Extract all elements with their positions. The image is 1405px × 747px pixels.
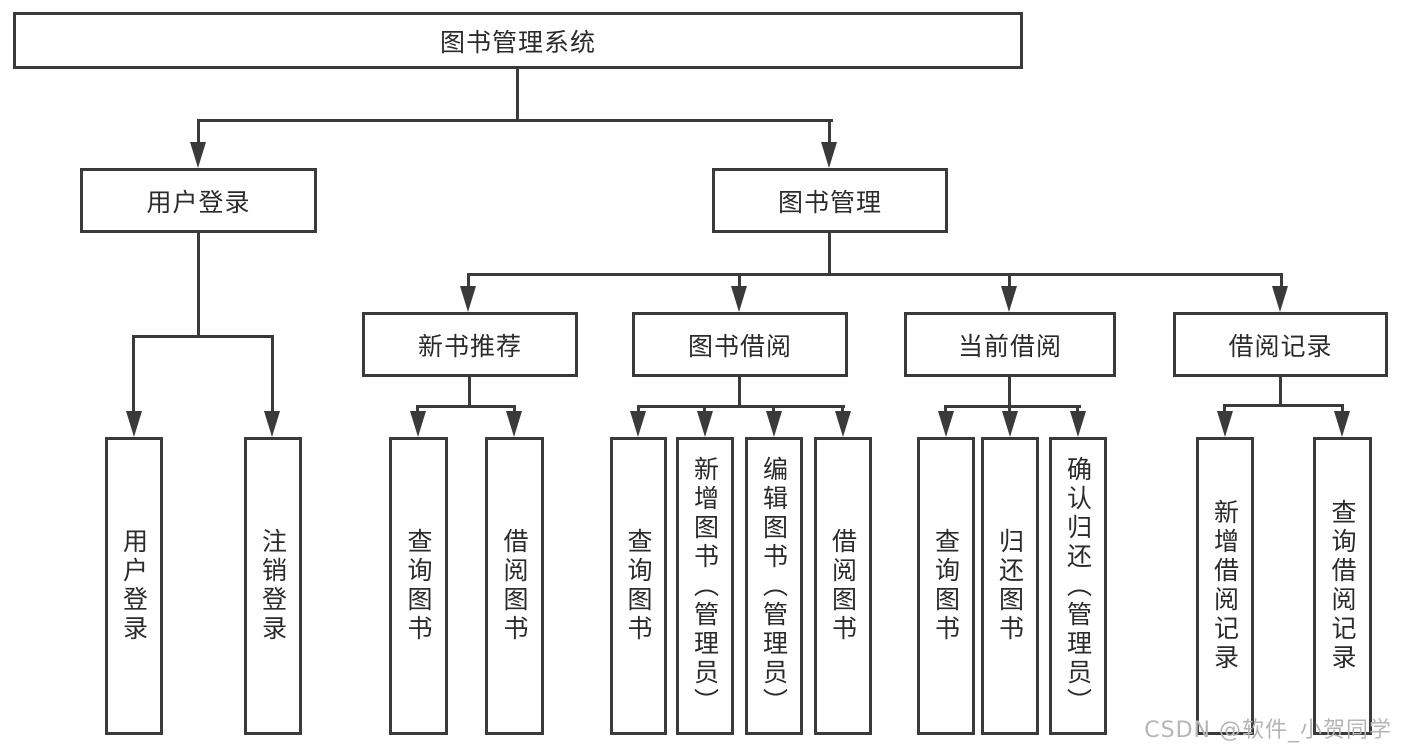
connector-stem	[1008, 273, 1011, 289]
node-book-borrow: 图书借阅	[632, 312, 848, 377]
leaf-label: 查询借阅记录	[1328, 499, 1357, 673]
connector-stem	[772, 405, 775, 415]
arrowhead-down-icon	[1272, 286, 1288, 312]
connector-stem	[1076, 405, 1079, 415]
leaf-confirm-return-admin: 确认归还（管理员）	[1049, 437, 1107, 735]
connector-stem	[1223, 404, 1226, 415]
connector-stem	[197, 119, 200, 147]
connector-user-login-stem	[197, 232, 200, 337]
leaf-label: 归还图书	[995, 528, 1025, 644]
node-label: 新书推荐	[417, 331, 522, 361]
connector-stem	[132, 335, 135, 415]
leaf-label: 确认归还（管理员）	[1063, 455, 1093, 717]
arrowhead-down-icon	[1001, 286, 1017, 312]
leaf-label: 借阅图书	[500, 528, 529, 644]
node-label: 借阅记录	[1228, 331, 1333, 361]
connector-stem	[841, 405, 844, 415]
leaf-label: 查询图书	[624, 528, 653, 644]
leaf-add-books-admin: 新增图书（管理员）	[676, 437, 734, 735]
leaf-label: 查询图书	[404, 528, 433, 644]
leaf-label: 编辑图书（管理员）	[759, 455, 789, 717]
arrowhead-down-icon	[1334, 411, 1350, 437]
connector-stem	[1008, 405, 1011, 415]
node-user-login: 用户登录	[80, 168, 317, 233]
node-label: 图书管理	[777, 187, 882, 217]
arrowhead-down-icon	[938, 411, 954, 437]
connector-stem	[828, 119, 831, 147]
arrowhead-down-icon	[821, 142, 837, 168]
leaf-label: 用户登录	[119, 528, 149, 644]
node-library-system: 图书管理系统	[13, 12, 1023, 69]
connector-stem	[513, 405, 516, 415]
connector-borrow-records-rail	[1223, 404, 1344, 407]
connector-stem	[637, 405, 640, 415]
arrowhead-down-icon	[1217, 411, 1233, 437]
node-book-management: 图书管理	[712, 168, 948, 233]
connector-root-stem	[516, 68, 519, 122]
arrowhead-down-icon	[1002, 411, 1018, 437]
arrowhead-down-icon	[835, 411, 851, 437]
leaf-user-login: 用户登录	[105, 437, 163, 735]
leaf-edit-books-admin: 编辑图书（管理员）	[745, 437, 803, 735]
node-new-book-recommend: 新书推荐	[362, 312, 578, 377]
arrowhead-down-icon	[731, 286, 747, 312]
connector-user-login-rail	[132, 335, 274, 338]
node-label: 当前借阅	[957, 331, 1062, 361]
connector-borrow-records-stem	[1279, 376, 1282, 407]
arrowhead-down-icon	[630, 411, 646, 437]
leaf-borrow-books: 借阅图书	[814, 437, 872, 735]
leaf-add-borrow-record: 新增借阅记录	[1196, 437, 1254, 735]
connector-stem	[1341, 404, 1344, 415]
connector-current-borrow-rail	[944, 405, 1081, 408]
leaf-label: 查询图书	[931, 528, 961, 644]
leaf-label: 借阅图书	[828, 528, 858, 644]
leaf-return-books: 归还图书	[981, 437, 1039, 735]
leaf-query-books-recommend: 查询图书	[389, 437, 448, 735]
connector-stem	[738, 273, 741, 289]
arrowhead-down-icon	[506, 411, 522, 437]
arrowhead-down-icon	[190, 142, 206, 168]
leaf-query-books-current: 查询图书	[917, 437, 975, 735]
node-label: 用户登录	[146, 187, 251, 217]
connector-new-book-stem	[468, 376, 471, 408]
connector-stem	[416, 405, 419, 415]
connector-new-book-rail	[416, 405, 516, 408]
connector-root-rail	[197, 119, 833, 122]
node-label: 图书管理系统	[439, 27, 596, 57]
connector-stem	[271, 335, 274, 415]
connector-book-borrow-rail	[637, 405, 845, 408]
arrowhead-down-icon	[264, 411, 280, 437]
csdn-watermark: CSDN @软件_小贺同学	[1144, 718, 1392, 743]
node-borrow-records: 借阅记录	[1173, 312, 1388, 377]
arrowhead-down-icon	[460, 286, 476, 312]
arrowhead-down-icon	[1070, 411, 1086, 437]
connector-current-borrow-stem	[1008, 376, 1011, 408]
leaf-label: 新增借阅记录	[1210, 499, 1240, 673]
connector-book-borrow-stem	[738, 376, 741, 408]
connector-stem	[467, 273, 470, 289]
leaf-query-books-borrow: 查询图书	[610, 437, 667, 735]
leaf-label: 注销登录	[258, 528, 288, 644]
connector-stem	[1280, 273, 1283, 289]
node-current-borrow: 当前借阅	[904, 312, 1116, 377]
arrowhead-down-icon	[697, 411, 713, 437]
connector-book-mgmt-stem	[828, 232, 831, 275]
connector-stem	[944, 405, 947, 415]
connector-stem	[703, 405, 706, 415]
arrowhead-down-icon	[410, 411, 426, 437]
arrowhead-down-icon	[766, 411, 782, 437]
leaf-logout: 注销登录	[244, 437, 302, 735]
connector-book-mgmt-rail	[467, 273, 1283, 276]
arrowhead-down-icon	[126, 411, 142, 437]
leaf-borrow-books-recommend: 借阅图书	[485, 437, 544, 735]
leaf-label: 新增图书（管理员）	[690, 455, 720, 717]
leaf-query-borrow-record: 查询借阅记录	[1313, 437, 1372, 735]
node-label: 图书借阅	[687, 331, 792, 361]
